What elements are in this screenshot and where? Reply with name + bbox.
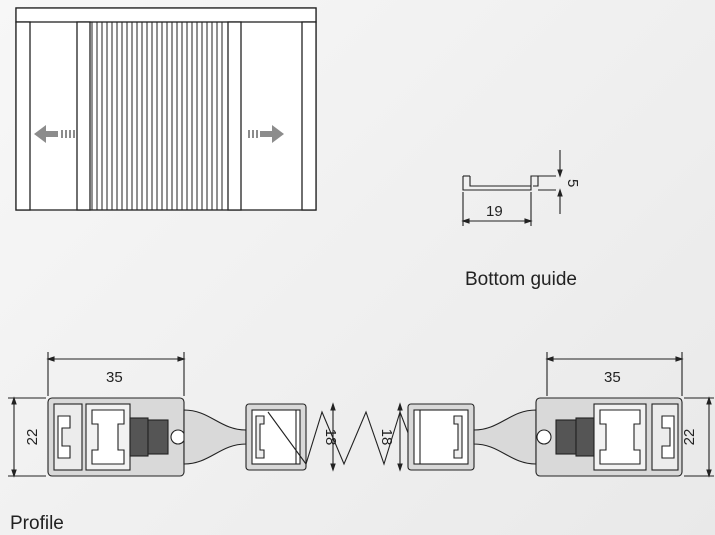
arrow-right-icon [248,125,284,143]
left-stile [76,21,91,211]
right-frame-profile [535,397,683,477]
bottom-guide-caption: Bottom guide [465,269,577,290]
center-right-height-label: 18 [378,429,395,446]
left-center-profile [245,403,307,471]
right-center-profile [407,403,475,471]
left-post [15,21,31,211]
profile-right-height-label: 22 [681,429,698,446]
header-rail [15,7,317,23]
profile-right-width-label: 35 [604,369,621,386]
frame-outline [15,7,317,211]
guide-width-label: 19 [486,203,503,220]
bottom-guide-drawing [461,150,563,226]
arrow-left-icon [34,125,75,143]
left-frame-profile [47,397,186,477]
profile-drawing [8,352,714,478]
front-view [15,7,317,211]
profile-left-width-label: 35 [106,369,123,386]
pleats [91,22,223,210]
right-stile [227,21,242,211]
guide-height-label: 5 [564,179,581,187]
profile-left-height-label: 22 [24,429,41,446]
center-left-height-label: 18 [322,429,339,446]
right-post [301,21,317,211]
profile-caption: Profile [10,513,64,534]
